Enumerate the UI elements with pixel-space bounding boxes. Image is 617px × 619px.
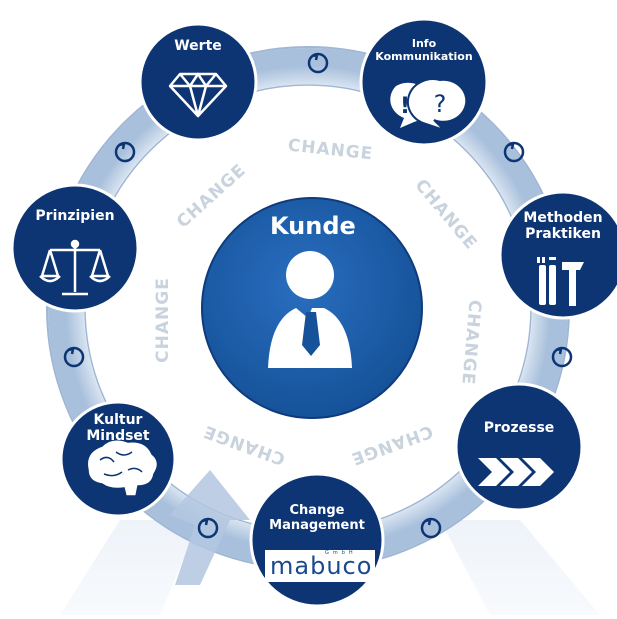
cycle-arrow-icons <box>63 52 573 539</box>
person-tie-icon <box>268 251 352 368</box>
mabuco-logo-text: mabuco <box>270 552 373 580</box>
cycle-arrow-icon <box>307 52 329 74</box>
background-beam <box>440 520 600 615</box>
svg-text:?: ? <box>434 90 447 118</box>
cycle-arrow-icon <box>114 141 136 163</box>
chevron-arrows-icon <box>478 458 554 486</box>
change-word: CHANGE <box>348 421 435 469</box>
cycle-arrow-icon <box>63 346 85 368</box>
node-werte-label: Werte <box>174 38 222 54</box>
cycle-arrow-icon <box>197 517 219 539</box>
node-methoden-circle <box>498 190 617 320</box>
node-change-management-label: Change Management <box>269 503 365 533</box>
node-prozesse-label: Prozesse <box>483 420 555 436</box>
change-word: CHANGE <box>201 421 288 469</box>
mabuco-logo-suffix: GmbH <box>325 550 357 556</box>
change-word: CHANGE <box>287 136 374 165</box>
flow-arrow <box>170 470 250 585</box>
cycle-arrow-icon <box>420 517 442 539</box>
mabuco-logo-box <box>265 550 375 582</box>
change-word: CHANGE <box>173 160 250 232</box>
brain-icon <box>86 439 159 497</box>
node-methoden-label: Methoden Praktiken <box>523 210 603 243</box>
center-title: Kunde <box>270 212 356 240</box>
background-beam <box>60 520 200 615</box>
speech-bubbles-icon: ! ? <box>390 78 468 131</box>
change-word: CHANGE <box>153 277 173 363</box>
change-word: CHANGE <box>411 176 481 254</box>
node-prozesse-circle <box>454 382 584 512</box>
cycle-arrow-icon <box>503 141 525 163</box>
diamond-icon <box>168 72 228 118</box>
node-change-management-circle <box>249 472 385 608</box>
node-kultur-label: Kultur Mindset <box>86 412 150 445</box>
node-prinzipien-label: Prinzipien <box>35 208 115 224</box>
cycle-arrow-icon <box>551 346 573 368</box>
tools-icon <box>537 257 584 306</box>
scales-icon <box>39 239 111 296</box>
svg-text:!: ! <box>400 94 410 119</box>
node-werte-circle <box>138 22 258 142</box>
node-info-label: Info Kommunikation <box>375 37 473 63</box>
change-word: CHANGE <box>457 299 484 386</box>
